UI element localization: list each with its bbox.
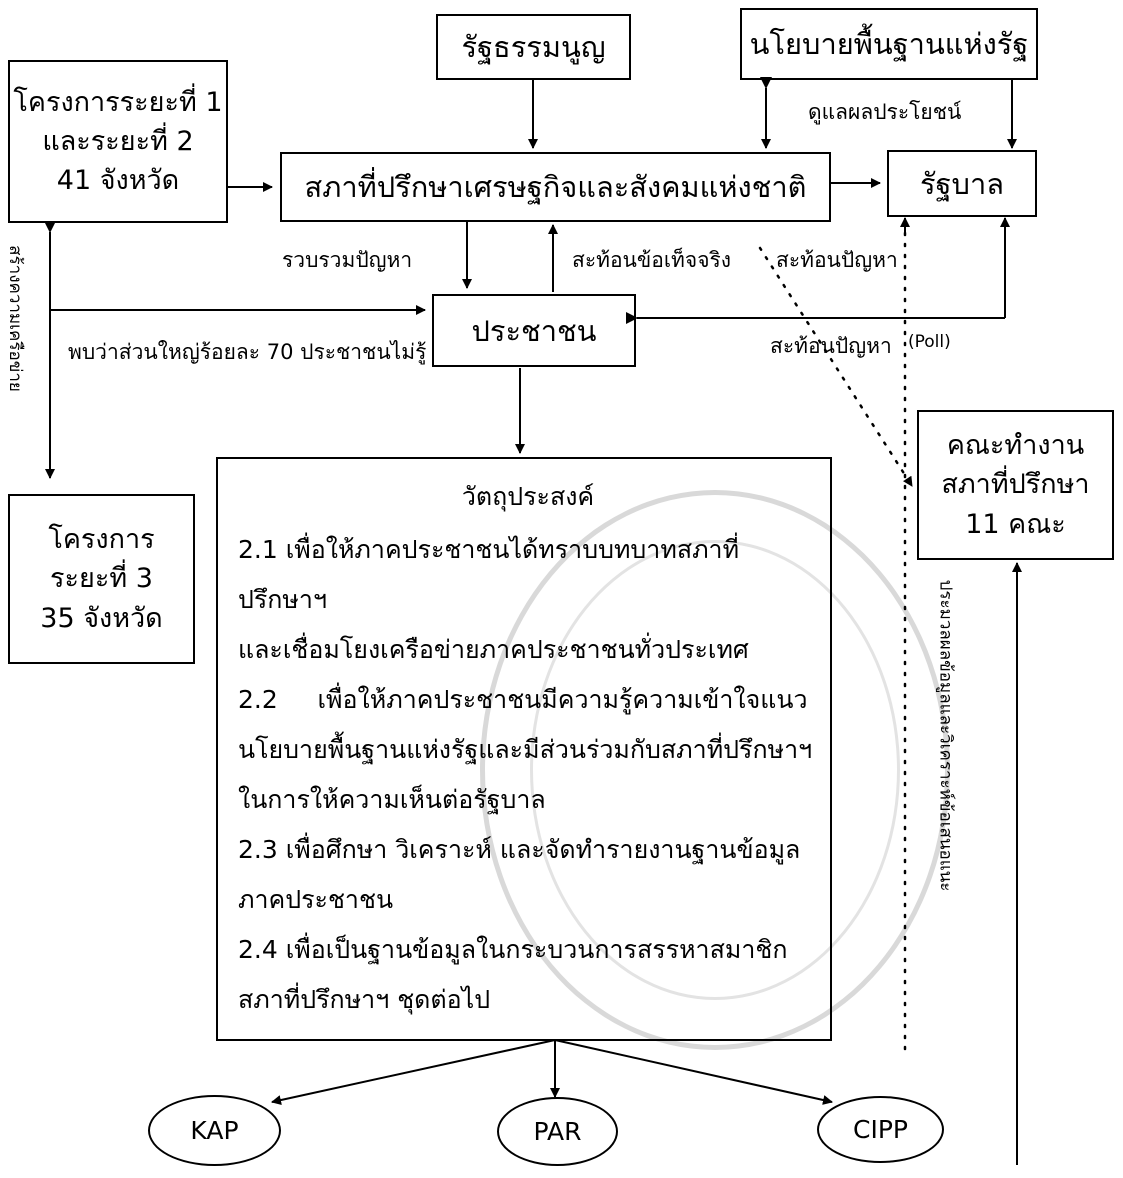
objective-item: ภาคประชาชน <box>238 885 394 914</box>
method-kap-label: KAP <box>190 1116 239 1145</box>
state-policy-label: นโยบายพื้นฐานแห่งรัฐ <box>749 27 1029 61</box>
people-label: ประชาชน <box>471 313 597 348</box>
constitution-box: รัฐธรรมนูญ <box>436 14 631 80</box>
label-found-majority: พบว่าส่วนใหญ่ร้อยละ 70 ประชาชนไม่รู้ <box>68 340 427 364</box>
working-group-box: คณะทำงาน สภาที่ปรึกษา 11 คณะ <box>917 410 1114 560</box>
project-phase12-line2: และระยะที่ 2 <box>42 125 194 157</box>
objective-item: สภาที่ปรึกษาฯ ชุดต่อไป <box>238 985 491 1014</box>
objective-item: ในการให้ความเห็นต่อรัฐบาล <box>238 785 546 814</box>
project-phase3-line3: 35 จังหวัด <box>40 602 163 634</box>
objective-item: นโยบายพื้นฐานแห่งรัฐและมีส่วนร่วมกับสภาท… <box>238 735 813 764</box>
state-policy-box: นโยบายพื้นฐานแห่งรัฐ <box>740 8 1038 80</box>
dotted-reflect-problems <box>758 246 914 488</box>
arrow-objectives-kap <box>271 1039 556 1105</box>
objective-item: 2.1 เพื่อให้ภาคประชาชนได้ทราบบทบาทสภาที่… <box>238 535 740 614</box>
label-reflect-facts: สะท้อนข้อเท็จจริง <box>572 248 732 272</box>
project-phase12-box: โครงการระยะที่ 1 และระยะที่ 2 41 จังหวัด <box>8 60 228 223</box>
constitution-label: รัฐธรรมนูญ <box>461 30 606 64</box>
university-seal-watermark <box>480 490 950 1050</box>
project-phase3-line1: โครงการ <box>48 524 155 556</box>
project-phase3-box: โครงการ ระยะที่ 3 35 จังหวัด <box>8 494 195 664</box>
project-phase12-line1: โครงการระยะที่ 1 <box>13 86 223 118</box>
project-phase12-line3: 41 จังหวัด <box>56 165 180 197</box>
label-collect-problems: รวบรวมปัญหา <box>282 248 413 272</box>
objectives-list: 2.1 เพื่อให้ภาคประชาชนได้ทราบบทบาทสภาที่… <box>238 525 818 1025</box>
method-kap: KAP <box>148 1095 281 1166</box>
label-reflect-problems-poll: สะท้อนปัญหา <box>770 334 892 358</box>
arrow-objectives-cipp <box>554 1039 833 1105</box>
objectives-title: วัตถุประสงค์ <box>461 482 595 511</box>
government-label: รัฐบาล <box>919 166 1005 201</box>
label-poll: (Poll) <box>908 332 951 352</box>
objective-item: 2.3 เพื่อศึกษา วิเคราะห์ และจัดทำรายงานฐ… <box>238 835 801 864</box>
council-label: สภาที่ปรึกษาเศรษฐกิจและสังคมแห่งชาติ <box>304 170 807 204</box>
university-seal-watermark-inner <box>530 540 900 1000</box>
method-cipp: CIPP <box>817 1096 944 1163</box>
objective-item: และเชื่อมโยงเครือข่ายภาคประชาชนทั่วประเท… <box>238 635 749 664</box>
people-box: ประชาชน <box>432 294 636 367</box>
council-box: สภาที่ปรึกษาเศรษฐกิจและสังคมแห่งชาติ <box>280 152 831 222</box>
working-group-line2: สภาที่ปรึกษา <box>941 469 1090 501</box>
objectives-box: วัตถุประสงค์ 2.1 เพื่อให้ภาคประชาชนได้ทร… <box>216 457 832 1041</box>
working-group-line1: คณะทำงาน <box>946 430 1085 462</box>
label-care-benefits: ดูแลผลประโยชน์ <box>808 100 962 124</box>
project-phase3-line2: ระยะที่ 3 <box>50 563 153 595</box>
label-build-network: สร้างความเครือข่าย <box>4 245 25 392</box>
label-reflect-problems: สะท้อนปัญหา <box>776 248 898 272</box>
government-box: รัฐบาล <box>887 150 1037 217</box>
objective-item: 2.4 เพื่อเป็นฐานข้อมูลในกระบวนการสรรหาสม… <box>238 935 788 964</box>
method-par: PAR <box>497 1097 618 1166</box>
method-par-label: PAR <box>533 1117 582 1146</box>
objective-item: 2.2 เพื่อให้ภาคประชาชนมีความรู้ความเข้าใ… <box>238 685 808 714</box>
working-group-line3: 11 คณะ <box>965 508 1066 540</box>
method-cipp-label: CIPP <box>853 1115 908 1144</box>
label-right-vertical: ประมวลผลข้อมูลและวิเคราะห์ข้อเสนอแนะ <box>935 579 956 892</box>
